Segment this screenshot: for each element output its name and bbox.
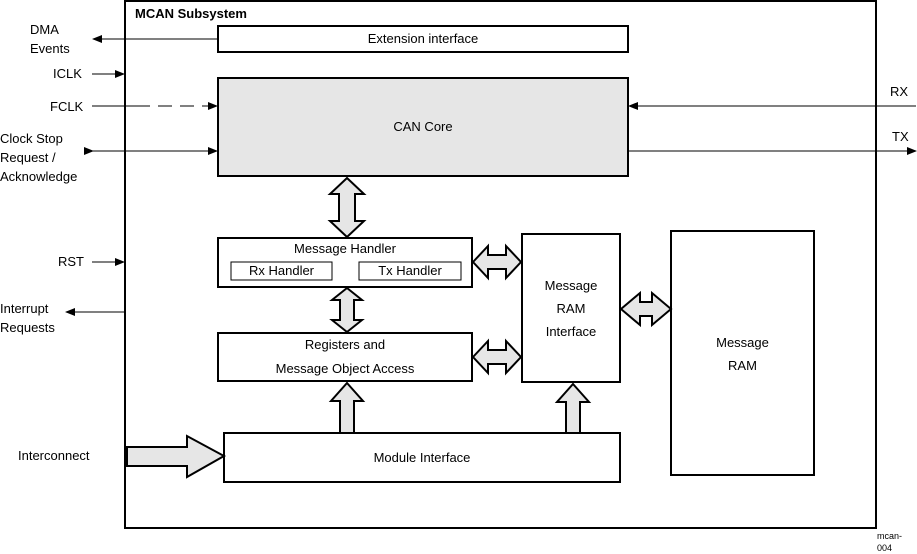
rx-label: RX <box>890 84 909 99</box>
tx-label: TX <box>892 129 909 144</box>
interrupt-label: Interrupt Requests <box>0 301 55 335</box>
rx-handler-label: Rx Handler <box>248 263 315 278</box>
module-interface-label: Module Interface <box>373 450 471 465</box>
core-handler-double-arrow <box>327 176 367 239</box>
dma-events-label: DMA Events <box>30 22 70 56</box>
interconnect-arrow <box>126 434 227 479</box>
message-handler-label: Message Handler <box>294 241 396 256</box>
rx-handler-block <box>230 261 333 281</box>
subsystem-border <box>124 0 877 529</box>
registers-label: Registers and Message Object Access <box>275 337 415 376</box>
rst-label: RST <box>58 254 84 269</box>
registers-raminterface-double-arrow <box>471 338 523 376</box>
module-raminterface-up-arrow <box>554 382 592 434</box>
registers-block <box>217 332 473 382</box>
module-registers-up-arrow <box>328 381 366 434</box>
clock-stop-label: Clock Stop Request / Acknowledge <box>0 131 78 184</box>
handler-registers-double-arrow <box>329 286 365 334</box>
handler-raminterface-double-arrow <box>471 243 523 281</box>
fclk-label: FCLK <box>50 99 84 114</box>
interconnect-label: Interconnect <box>18 448 90 463</box>
iclk-label: ICLK <box>53 66 82 81</box>
message-ram-interface-block <box>521 233 621 383</box>
subsystem-title: MCAN Subsystem <box>135 6 247 21</box>
module-interface-block <box>223 432 621 483</box>
extension-interface-label: Extension interface <box>367 31 479 46</box>
message-ram-label: Message RAM <box>716 335 769 373</box>
tx-handler-block <box>358 261 462 281</box>
can-core-label: CAN Core <box>393 119 453 134</box>
tx-handler-label: Tx Handler <box>378 263 442 278</box>
raminterface-ram-double-arrow <box>619 290 673 328</box>
message-ram-block <box>670 230 815 476</box>
figure-id: mcan-004 <box>877 531 903 553</box>
message-ram-interface-label: Message RAM Interface <box>544 278 598 339</box>
can-core-block <box>217 77 629 177</box>
